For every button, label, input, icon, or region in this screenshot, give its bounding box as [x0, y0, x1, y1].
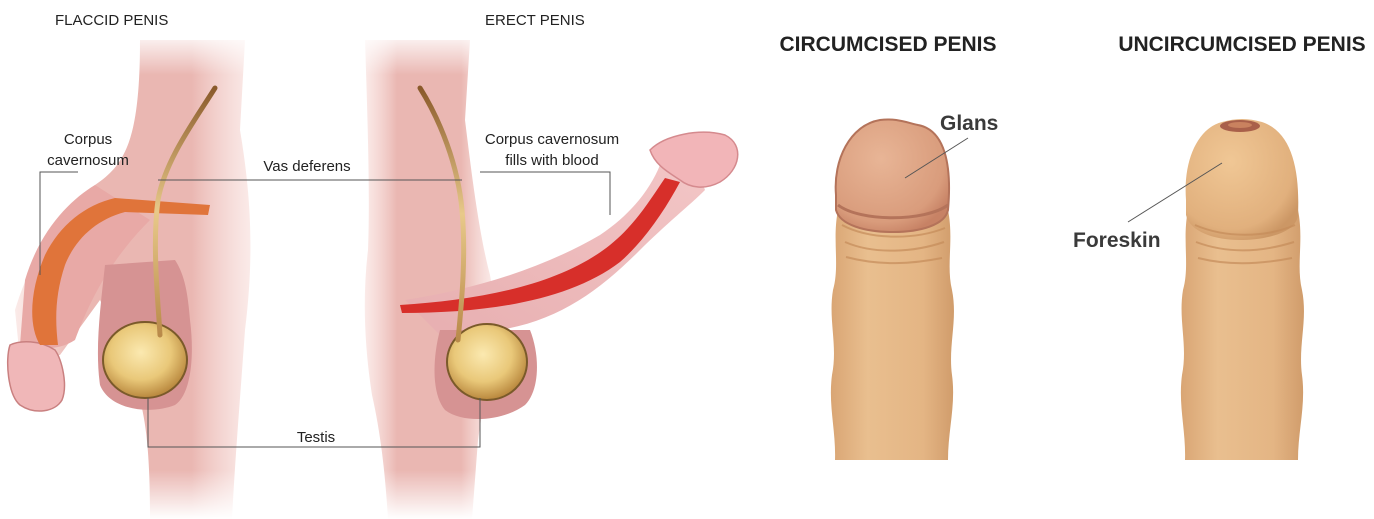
- erect-figure: [330, 30, 738, 519]
- testis-label: Testis: [297, 429, 335, 446]
- corpus-cavernosum-label-line1: Corpus: [64, 131, 112, 148]
- uncircumcised-opening-inner: [1228, 122, 1252, 128]
- foreskin-label: Foreskin: [1073, 229, 1161, 252]
- vas-deferens-label: Vas deferens: [263, 158, 350, 175]
- corpus-cavernosum-label-line2: cavernosum: [47, 152, 129, 169]
- circumcised-glans: [836, 119, 949, 232]
- erect-title: ERECT PENIS: [485, 12, 585, 29]
- corpus-fills-label-line2: fills with blood: [505, 152, 598, 169]
- circumcised-figure: [831, 119, 968, 460]
- uncircumcised-shaft: [1181, 210, 1304, 460]
- flaccid-figure: [8, 30, 270, 519]
- flaccid-testis: [103, 322, 187, 398]
- uncircumcised-title: UNCIRCUMCISED PENIS: [1118, 33, 1365, 56]
- corpus-fills-label-line1: Corpus cavernosum: [485, 131, 619, 148]
- corpus-fills-leader: [480, 172, 610, 215]
- flaccid-glans: [8, 342, 65, 411]
- uncircumcised-foreskin: [1186, 119, 1299, 240]
- uncircumcised-figure: [1128, 119, 1304, 460]
- circumcised-title: CIRCUMCISED PENIS: [779, 33, 996, 56]
- flaccid-title: FLACCID PENIS: [55, 12, 168, 29]
- circumcised-shaft: [831, 210, 954, 460]
- glans-label: Glans: [940, 112, 998, 135]
